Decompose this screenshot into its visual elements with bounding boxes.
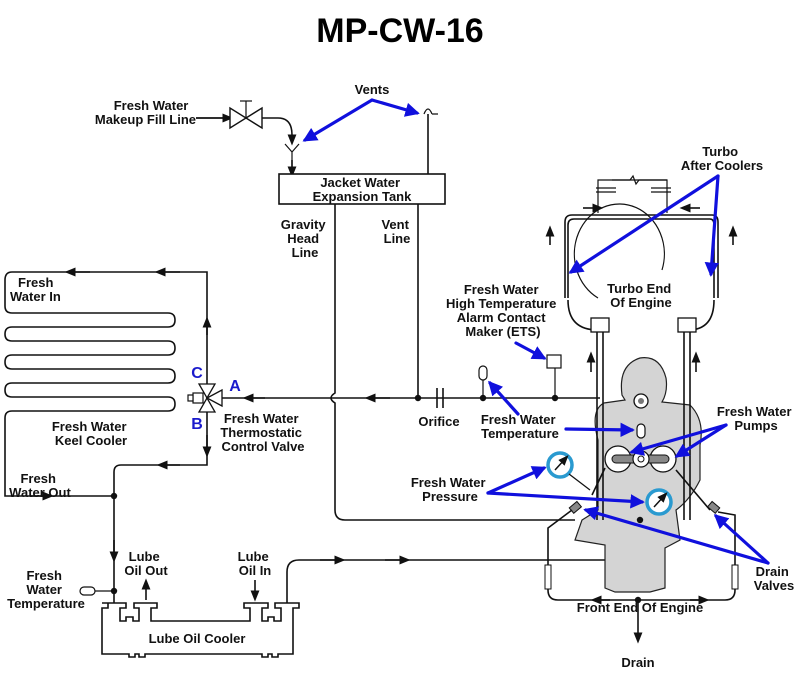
lube-oil-out-label: Lube Oil Out: [124, 549, 168, 578]
valve-port-c: C: [191, 365, 203, 382]
keel-cooler-label: Fresh Water Keel Cooler: [52, 419, 130, 448]
pressure-gauge-center-icon: [645, 488, 673, 516]
fw-pressure-label: Fresh Water Pressure: [411, 475, 489, 504]
drain-valve-right-icon: [706, 500, 721, 514]
after-cooler-callout-left: [568, 174, 720, 274]
turbo-after-coolers-label: Turbo After Coolers: [681, 144, 763, 173]
vents-label: Vents: [355, 82, 390, 97]
turbo-assembly: [545, 174, 738, 520]
thermostatic-valve-label: Fresh Water Thermostatic Control Valve: [220, 411, 305, 454]
after-cooler-callout-right: [704, 174, 720, 277]
lube-oil-cooler: [101, 602, 300, 658]
vents-callout: [302, 98, 374, 142]
fill-line-label: Fresh Water Makeup Fill Line: [95, 98, 196, 127]
fw-pumps-label: Fresh Water Pumps: [717, 404, 795, 433]
valve-port-a: A: [229, 378, 241, 395]
flex-hose-left-icon: [544, 564, 552, 590]
thermostatic-valve-icon: [187, 383, 223, 413]
drain-valves-label: Drain Valves: [754, 564, 795, 593]
orifice-icon: [436, 388, 444, 408]
lube-oil-in-label: Lube Oil In: [238, 549, 273, 578]
fresh-water-in-label: Fresh Water In: [10, 275, 61, 304]
expansion-tank-label: Jacket Water Expansion Tank: [313, 175, 412, 204]
fill-pipe: [262, 117, 297, 146]
fresh-water-out-label: Fresh Water Out: [9, 471, 71, 500]
temperature-sensor-icon: [478, 365, 488, 381]
lube-fw-temperature-label: Fresh Water Temperature: [7, 568, 85, 611]
expansion-tank: [278, 173, 446, 205]
valve-port-b: B: [191, 416, 203, 433]
lube-temp-sensor-icon: [79, 586, 96, 596]
fill-valve-icon: [229, 100, 263, 130]
orifice-label: Orifice: [418, 414, 459, 429]
vent-line-label: Vent Line: [381, 217, 412, 246]
drain-line: [547, 509, 736, 601]
front-end-label: Front End Of Engine: [577, 600, 703, 615]
alarm-contact-icon: [546, 354, 562, 369]
drain-label: Drain: [621, 655, 654, 670]
vent-cap-icon: [423, 108, 438, 115]
fresh-water-pumps-icon: [604, 445, 677, 473]
turbo-end-label: Turbo End Of Engine: [607, 281, 675, 310]
flex-hose-right-icon: [731, 564, 739, 590]
engine-temp-sensor-icon: [636, 423, 646, 439]
keel-cooler: [4, 267, 212, 501]
pressure-gauge-left-icon: [546, 451, 591, 491]
engine-body: [574, 357, 702, 593]
lube-oil-cooler-label: Lube Oil Cooler: [149, 631, 246, 646]
valve-bypass-pipe: [113, 412, 208, 560]
fw-temperature-center-label: Fresh Water Temperature: [481, 412, 559, 441]
diagram-title: MP-CW-16: [316, 12, 483, 50]
gravity-head-line-label: Gravity Head Line: [281, 217, 329, 260]
gravity-head-line: [330, 204, 575, 521]
alarm-contact-label: Fresh Water High Temperature Alarm Conta…: [446, 282, 560, 339]
